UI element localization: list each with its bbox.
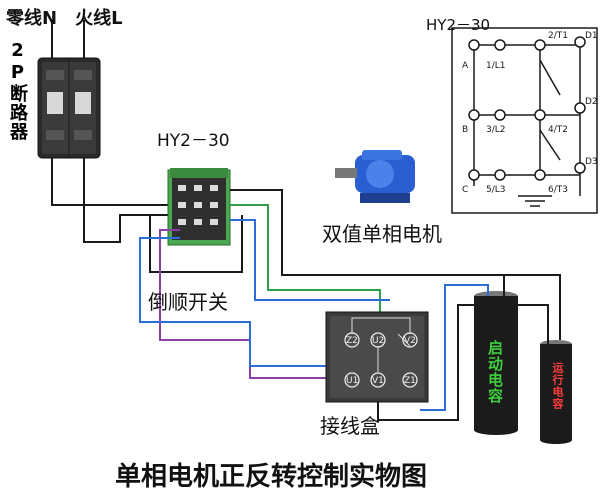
terminal-z1: Z1	[404, 376, 416, 386]
motor-label: 双值单相电机	[322, 222, 442, 246]
schematic-right-d2: D2	[585, 97, 598, 107]
breaker-2p	[37, 57, 101, 159]
schematic-inner-left-3: 5/L3	[486, 185, 506, 195]
reversing-switch	[149, 168, 243, 273]
terminal-u2: U2	[372, 336, 384, 346]
terminal-v1: V1	[372, 376, 384, 386]
breaker-label: 2P断路器	[7, 40, 28, 141]
schematic-right-d1: D1	[585, 31, 598, 41]
motor-graphic	[335, 150, 415, 203]
schematic-left-c: C	[462, 185, 468, 195]
schematic-inner-right-3: 6/T3	[548, 185, 568, 195]
terminal-z2: Z2	[346, 336, 358, 346]
schematic-inner-right-2: 4/T2	[548, 125, 568, 135]
page-title: 单相电机正反转控制实物图	[115, 462, 428, 492]
schematic-inner-right-1: 2/T1	[548, 31, 568, 41]
neutral-live-label: 零线N 火线L	[6, 8, 123, 29]
run-capacitor	[540, 340, 572, 444]
run-capacitor-label: 运行电容	[551, 362, 564, 410]
start-capacitor	[474, 291, 518, 435]
junction-box-label: 接线盒	[320, 414, 380, 438]
switch-model-left: HY2－30	[157, 131, 230, 151]
switch-model-right: HY2－30	[426, 16, 491, 34]
terminal-v2: V2	[404, 336, 416, 346]
hy2-30-schematic	[451, 27, 598, 214]
schematic-left-a: A	[462, 61, 469, 71]
terminal-u1: U1	[346, 376, 358, 386]
input-wires	[51, 20, 85, 58]
schematic-labels: A B C 1/L1 3/L2 5/L3 2/T1 4/T2 6/T3 D1 D…	[462, 31, 598, 195]
reversing-switch-label: 倒顺开关	[148, 290, 228, 314]
junction-terminals: Z2 U2 V2 U1 V1 Z1	[344, 332, 418, 388]
junction-box-graphic	[325, 311, 429, 403]
schematic-inner-left-2: 3/L2	[486, 125, 506, 135]
breaker-to-switch-wires	[51, 158, 180, 243]
switch-output-wires	[139, 189, 561, 379]
start-capacitor-label: 启动电容	[486, 340, 504, 404]
schematic-left-b: B	[462, 125, 468, 135]
schematic-right-d3: D3	[585, 157, 598, 167]
schematic-inner-left-1: 1/L1	[486, 61, 506, 71]
